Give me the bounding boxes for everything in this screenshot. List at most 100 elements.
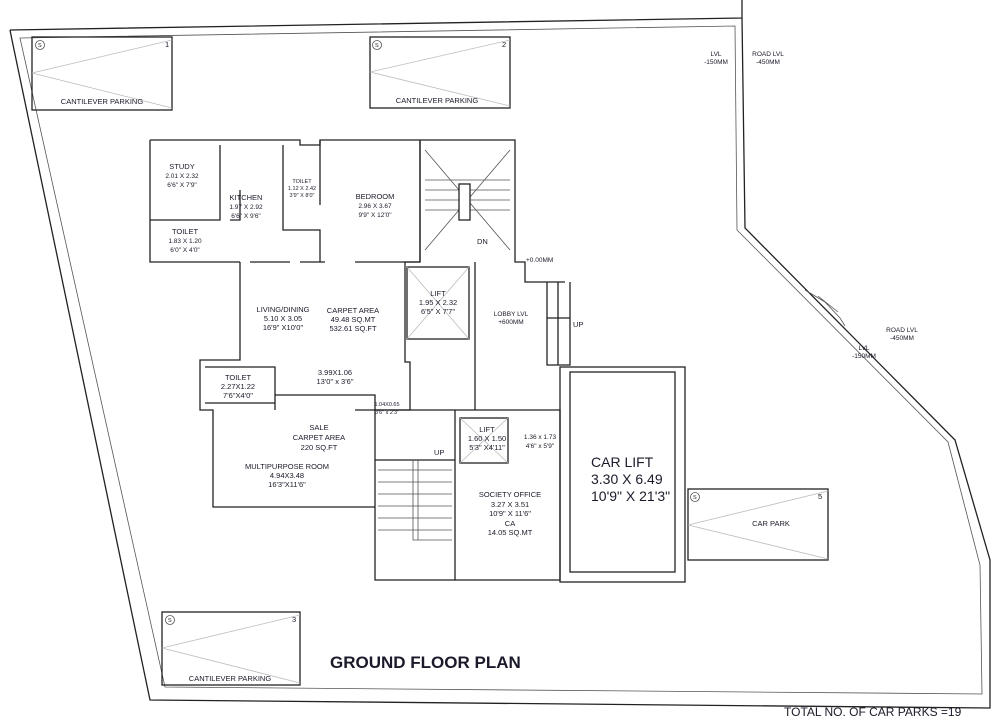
area-sqmt: 14.05 SQ.MT [488,528,533,537]
bedroom-label: BEDROOM 2.96 X 3.67 9'9" X 12'0" [356,192,395,219]
room-size-imperial: 16'3"X11'6" [268,480,306,489]
parking-1-number: 1 [165,40,169,49]
sale-area: 220 SQ.FT [301,443,338,452]
room-name: CAR LIFT [591,454,654,470]
carpet-area-label: CARPET AREA 49.48 SQ.MT 532.61 SQ.FT [327,306,379,333]
lvl-right-value: -150MM [852,353,876,360]
parking-labels: S 1 CANTILEVER PARKING S 2 CANTILEVER PA… [38,40,822,683]
parking-2-number: 2 [502,40,506,49]
room-size-imperial: 13'0" x 3'6" [317,377,354,386]
room-size-imperial: 6'6" X 9'6" [231,213,261,220]
parking-2-label: CANTILEVER PARKING [396,96,479,105]
room-size: 1.12 X 2.42 [288,186,316,192]
room-name: TOILET [225,373,252,382]
parking-3-label: CANTILEVER PARKING [189,674,272,683]
room-size-imperial: 6'6" X 7'9" [167,182,197,189]
room-size-imperial: 16'9" X10'0" [263,323,304,332]
room-size: 1.83 X 1.20 [168,238,202,245]
room-name: LIFT [430,289,446,298]
lift-2-label: LIFT 1.60 X 1.50 5'3" X4'11" [468,425,506,452]
area-title: CA [505,519,515,528]
room-size-imperial: 10'9" X 21'3" [591,488,670,504]
room-size: 1.36 x 1.73 [524,434,557,441]
sale-carpet: CARPET AREA [293,433,345,442]
stair-up-label-2: UP [434,448,444,457]
room-labels: STUDY 2.01 X 2.32 6'6" X 7'9" KITCHEN 1.… [165,162,670,537]
parking-1 [31,36,173,111]
level-labels: LVL -150MM ROAD LVL -450MM ROAD LVL -450… [494,51,918,360]
area-sqmt: 49.48 SQ.MT [331,315,376,324]
building-walls [149,139,686,583]
lvl-right: LVL [858,345,869,352]
living-label: LIVING/DINING 5.10 X 3.05 16'9" X10'0" [257,305,310,332]
room-size: 2.96 X 3.67 [358,203,392,210]
parking-5-symbol: S [693,495,697,501]
toilet-1-label: TOILET 1.12 X 2.42 3'9" X 8'0" [288,179,316,199]
road-lvl-right-value: -450MM [890,335,914,342]
room-size: 1.60 X 1.50 [468,434,506,443]
multipurpose-label: MULTIPURPOSE ROOM 4.94X3.48 16'3"X11'6" [245,462,329,489]
parking-2 [369,36,511,109]
room-size-imperial: 4'6" x 5'9" [526,443,555,450]
car-lift-label: CAR LIFT 3.30 X 6.49 10'9" X 21'3" [591,454,670,504]
society-office-label: SOCIETY OFFICE 3.27 X 3.51 10'9" X 11'6"… [479,490,541,537]
room-name: LIVING/DINING [257,305,310,314]
site-boundary [9,0,991,709]
kitchen-label: KITCHEN 1.97 X 2.92 6'6" X 9'6" [229,193,263,220]
room-name: LIFT [479,425,495,434]
sale-area-label: SALE CARPET AREA 220 SQ.FT [293,423,345,452]
lobby-level-value: +600MM [498,319,523,326]
room-size-imperial: 3'6" x 2'3" [375,410,399,416]
toilet-2-label: TOILET 1.83 X 1.20 6'0" X 4'0" [168,227,202,254]
road-lvl-right: ROAD LVL [886,327,918,334]
lift-1-label: LIFT 1.95 X 2.32 6'5" X 7'7" [419,289,457,316]
room-size: 5.10 X 3.05 [264,314,302,323]
lvl-top: LVL [710,51,721,58]
parking-5 [687,488,829,561]
room-size: 4.94X3.48 [270,471,304,480]
area-title: CARPET AREA [327,306,379,315]
room-name: KITCHEN [230,193,263,202]
room-size: 1.97 X 2.92 [229,204,263,211]
room-size: 3.30 X 6.49 [591,471,663,487]
parking-2-symbol: S [375,43,379,49]
small-room-label: 1.04X0.65 3'6" x 2'3" [374,402,399,416]
room-size-imperial: 6'5" X 7'7" [421,307,455,316]
parking-1-label: CANTILEVER PARKING [61,97,144,106]
room-size: 3.27 X 3.51 [491,500,529,509]
sale-title: SALE [309,423,328,432]
room-size-imperial: 10'9" X 11'6" [489,509,531,518]
room-size-imperial: 5'3" X4'11" [469,443,505,452]
drawing-title: GROUND FLOOR PLAN [330,653,521,672]
room-size: 2.27X1.22 [221,382,255,391]
shaft-label: 1.36 x 1.73 4'6" x 5'9" [524,434,557,450]
area-sqft: 532.61 SQ.FT [329,324,377,333]
parking-5-label: CAR PARK [752,519,790,528]
stair-up-label: UP [573,320,583,329]
parking-1-symbol: S [38,43,42,49]
parking-5-number: 5 [818,492,822,501]
entry-level: +0.00MM [526,257,553,264]
road-lvl-top: ROAD LVL [752,51,784,58]
room-name: TOILET [292,179,312,185]
stair-dn-label: DN [477,237,488,246]
room-size: 1.95 X 2.32 [419,298,457,307]
room-name: MULTIPURPOSE ROOM [245,462,329,471]
road-lvl-top-value: -450MM [756,59,780,66]
room-name: SOCIETY OFFICE [479,490,541,499]
parking-3 [161,611,301,686]
passage-label: 3.99X1.06 13'0" x 3'6" [317,368,354,386]
room-size-imperial: 6'0" X 4'0" [170,247,200,254]
study-label: STUDY 2.01 X 2.32 6'6" X 7'9" [165,162,199,189]
parking-3-number: 3 [292,615,296,624]
room-size: 2.01 X 2.32 [165,173,199,180]
room-size: 1.04X0.65 [374,402,399,408]
room-size: 3.99X1.06 [318,368,352,377]
room-size-imperial: 7'6"X4'0" [223,391,253,400]
room-name: BEDROOM [356,192,395,201]
room-name: STUDY [169,162,194,171]
toilet-3-label: TOILET 2.27X1.22 7'6"X4'0" [221,373,255,400]
room-name: TOILET [172,227,199,236]
room-size-imperial: 3'9" X 8'0" [290,193,315,199]
